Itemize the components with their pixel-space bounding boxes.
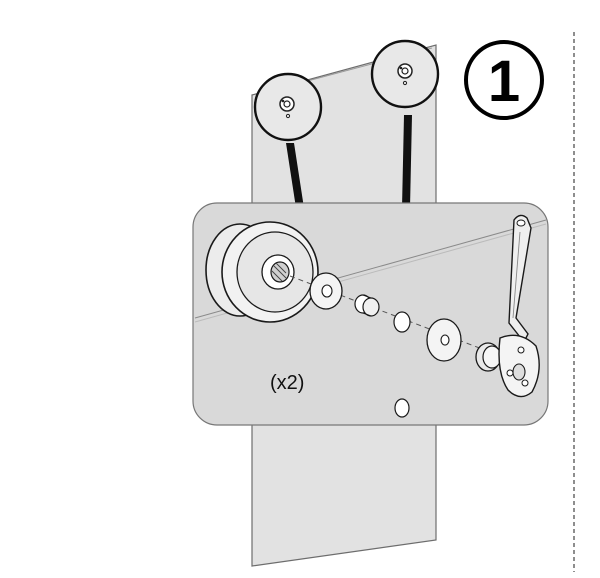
callout-left [253, 72, 323, 142]
washer-icon [309, 272, 343, 310]
pointer-right [402, 115, 412, 208]
mount-hole-icon [394, 398, 410, 418]
spacer-icon [354, 294, 380, 317]
quantity-label: (x2) [270, 372, 305, 394]
washer-icon [426, 318, 462, 362]
wheel-icon [205, 221, 319, 323]
step-circle [464, 40, 544, 120]
callout-right [370, 39, 440, 109]
panel-hole-icon [393, 311, 411, 333]
nut-icon [475, 342, 502, 372]
pointer-left [286, 143, 304, 208]
lever-bracket-icon [498, 214, 540, 398]
step-number: 1 [487, 49, 521, 114]
